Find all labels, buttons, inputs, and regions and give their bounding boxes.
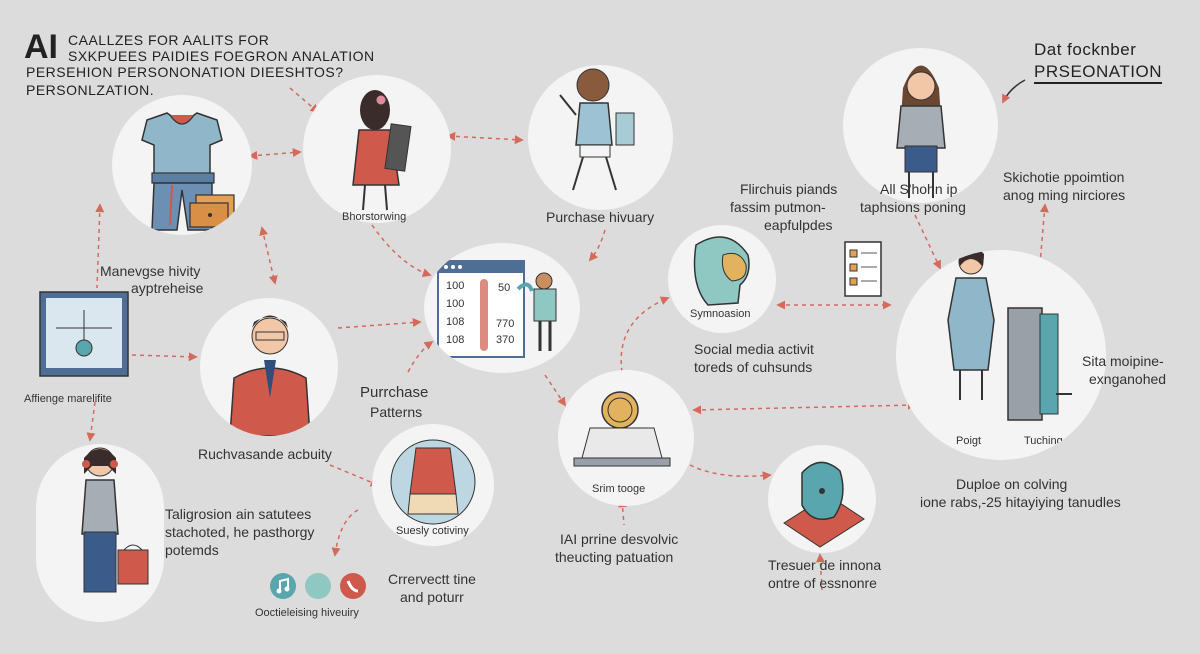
speech-icon: [305, 573, 331, 599]
girl-node: [36, 444, 164, 622]
ai-heading: AI: [24, 28, 58, 66]
header-line-4: PERSONLZATION.: [26, 82, 155, 98]
browsing-label: Bhorstorwing: [342, 211, 407, 223]
dress-side-label-1: Sita moipine-: [1082, 353, 1164, 369]
social-label-1: Social media activit: [694, 341, 814, 357]
flirchuis-label-3: eapfulpdes: [764, 217, 833, 233]
treasure-label-1: Tresuer de innona: [768, 557, 882, 573]
computer-right-3: 370: [496, 334, 515, 346]
girl-label-2: stachoted, he pasthorgy: [165, 524, 315, 540]
woman-top-node: [843, 48, 998, 203]
dress-left-label: Poigt: [956, 435, 982, 447]
browsing-node: [303, 75, 451, 223]
duplicate-label-2: ione rabs,-25 hitayiying tanudles: [920, 494, 1121, 510]
shirt-node: Suesly cotiviny: [372, 424, 494, 546]
coin-label: Srim tooge: [592, 483, 646, 495]
clothing-label-1: Manevgse hivity: [100, 263, 201, 279]
crrervet-label-2: and poturr: [400, 589, 464, 605]
iai-label-1: IAI prrine desvolvic: [560, 531, 679, 547]
top-right-line-1: Dat focknber: [1034, 40, 1137, 59]
shirt-illustration: [390, 439, 476, 525]
girl-label-3: potemds: [165, 542, 219, 558]
icons-label: Ooctieleising hiveuiry: [255, 607, 359, 619]
header-line-2: SXKPUEES PAIDIES FOEGRON ANALATION: [68, 48, 375, 64]
head-profile-illustration: [693, 236, 750, 306]
woman-illustration: [896, 65, 946, 198]
skichotie-label-1: Skichotie ppoimtion: [1003, 169, 1125, 185]
woman-top-label-2: taphsions poning: [860, 199, 966, 215]
header-line-1: CAALLZES FOR AALITS FOR: [68, 32, 270, 48]
checklist-icon: [844, 241, 882, 297]
woman-top-label-1: All S'hohn ip: [880, 181, 958, 197]
purchase-patterns-label-2: Patterns: [370, 404, 423, 420]
computer-row-1: 100: [446, 280, 465, 292]
head-node: [668, 225, 776, 333]
computer-right-2: 770: [496, 318, 515, 330]
girl-bag-illustration: [81, 447, 149, 593]
music-icon: [270, 573, 296, 599]
man-label: Ruchvasande acbuity: [198, 446, 332, 462]
purchase-patterns-label-1: Purrchase: [360, 384, 429, 401]
computer-row-4: 108: [446, 334, 465, 346]
crrervet-label-1: Crrervectt tine: [388, 571, 476, 587]
clothing-node: [112, 95, 252, 235]
computer-screen-illustration: [437, 260, 557, 358]
girl-label-1: Taligrosion ain satutees: [165, 506, 312, 522]
computer-row-3: 108: [446, 316, 465, 328]
clothing-label-2: ayptreheise: [131, 280, 204, 296]
computer-row-2: 100: [446, 298, 465, 310]
header-line-3: PERSEHION PERSONONATION DIEESHTOS?: [26, 64, 344, 80]
social-label-2: toreds of cuhsunds: [694, 359, 813, 375]
purchase-history-illustration: [559, 68, 635, 191]
dress-node: Poigt Tuching: [896, 250, 1106, 460]
treasure-illustration: [783, 461, 865, 548]
shirt-label: Suesly cotiviny: [396, 525, 469, 537]
man-illustration: [229, 315, 311, 436]
coin-node: Srim tooge: [558, 370, 694, 506]
man-node: [200, 298, 338, 436]
computer-node: 100 100 108 108 50 770 370: [424, 243, 580, 373]
dress-side-label-2: exnganohed: [1089, 371, 1167, 387]
purchase-history-label: Purchase hivuary: [546, 209, 655, 225]
skichotie-label-2: anog ming nirciores: [1003, 187, 1126, 203]
coin-illustration: [573, 391, 671, 467]
clothing-illustration: [141, 112, 235, 231]
computer-right-1: 50: [498, 282, 511, 294]
treasure-label-2: ontre of essnonre: [768, 575, 877, 591]
flirchuis-label-1: Flirchuis piands: [740, 181, 838, 197]
iai-label-2: theucting patuation: [555, 549, 674, 565]
purchase-history-node: [528, 65, 673, 210]
top-right-line-2: PRSEONATION: [1034, 62, 1162, 84]
screen-illustration: [39, 291, 129, 377]
dress-woman-illustration: [947, 250, 1072, 421]
screen-label: Affienge marelifite: [24, 393, 112, 405]
flirchuis-label-2: fassim putmon-: [730, 199, 826, 215]
head-label: Symnoasion: [690, 308, 751, 320]
dress-right-label: Tuching: [1024, 435, 1063, 447]
duplicate-label-1: Duploe on colving: [956, 476, 1068, 492]
treasure-node: [768, 445, 876, 553]
browsing-woman-illustration: [352, 90, 412, 211]
phone-icon: [340, 573, 366, 599]
